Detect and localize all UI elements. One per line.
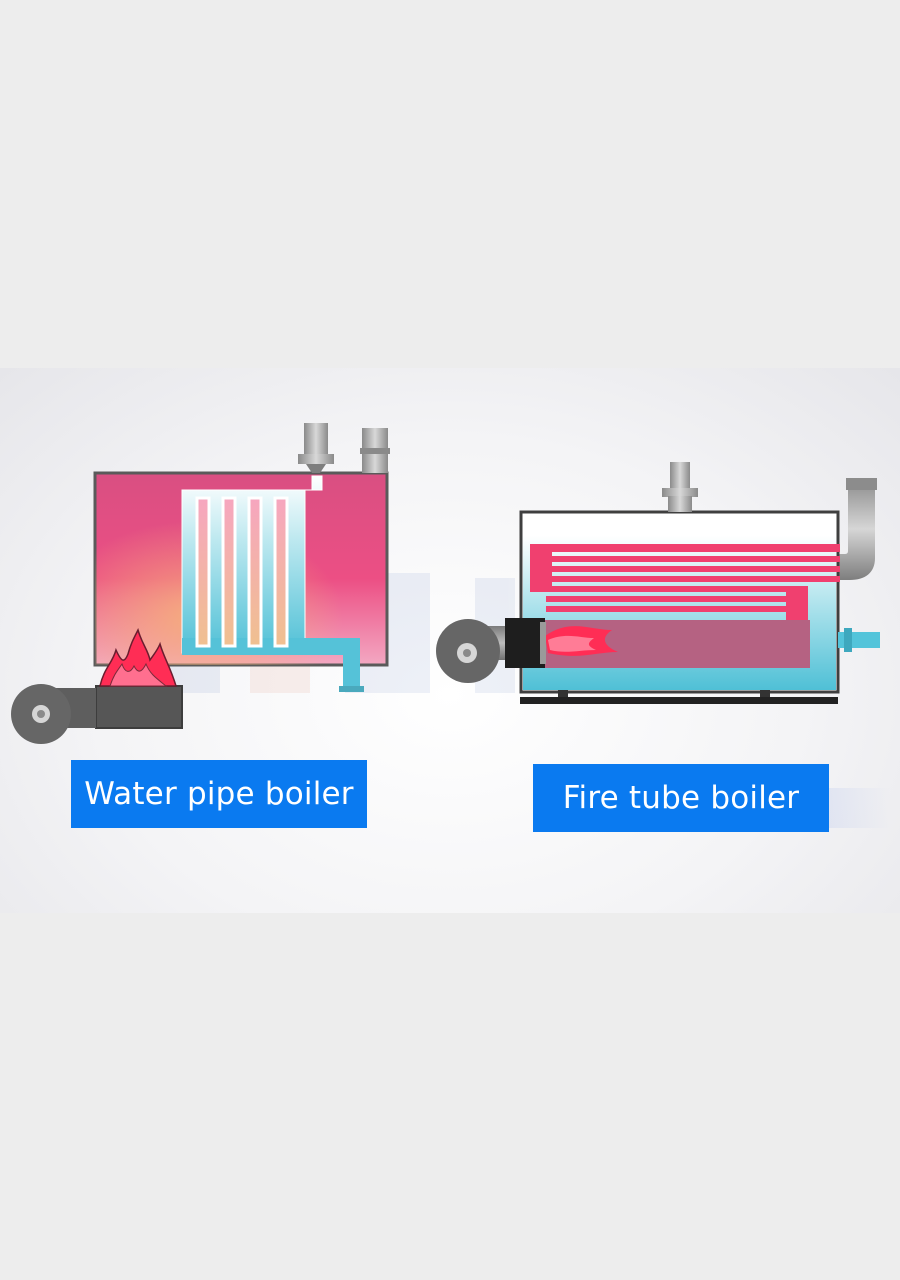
water-tubes [195,496,289,648]
chimney-pipe-icon [830,478,877,580]
flame-icon [99,627,178,687]
diagram-panel: Water pipe boiler Fire tube boiler [0,368,900,913]
chimney-pipe-icon [360,428,390,473]
fire-tube-boiler [436,462,880,704]
steam-valve-icon [298,423,334,473]
fire-tube-boiler-label: Fire tube boiler [533,764,829,832]
water-pipe-boiler-label: Water pipe boiler [71,760,367,828]
boiler-illustration [11,423,880,744]
flame-icon [545,626,618,656]
steam-valve-icon [662,462,698,512]
blower-fan-icon [436,618,546,683]
blower-fan-icon [11,684,96,744]
water-pipe-boiler [11,423,390,744]
